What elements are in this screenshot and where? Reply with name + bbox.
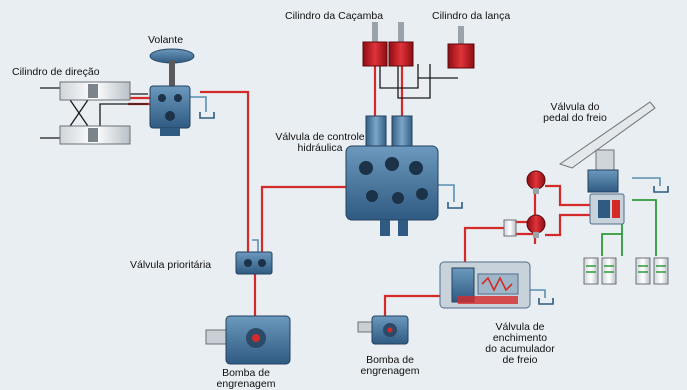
- return-lines: [186, 96, 661, 298]
- brake-pedal-valve: [558, 101, 656, 225]
- label-accumulator-charging-valve-line1: Válvula de: [495, 321, 545, 333]
- label-gear-pump-middle-line1: Bomba de: [366, 354, 414, 366]
- steering-wheel: [149, 48, 195, 86]
- hydraulic-control-valve: [345, 115, 439, 236]
- label-steering-cylinder: Cilindro de direção: [12, 66, 100, 78]
- gear-pump-middle: [357, 315, 409, 345]
- label-hydraulic-control-valve-line2: hidráulica: [297, 142, 343, 154]
- label-priority-valve: Válvula prioritária: [130, 259, 212, 271]
- label-brake-pedal-valve: Válvula do pedal do freio: [531, 102, 619, 124]
- label-accumulator-charging-valve: Válvula de enchimento do acumulador de f…: [476, 322, 564, 366]
- label-gear-pump-left-line2: engrenagem: [216, 378, 276, 390]
- label-gear-pump-middle-line2: engrenagem: [360, 365, 420, 377]
- label-accumulator-charging-valve-line2: enchimento: [492, 332, 548, 344]
- label-gear-pump-left-line1: Bomba de: [222, 367, 270, 379]
- steering-valve: [149, 85, 191, 136]
- label-brake-pedal-valve-line1: Válvula do: [550, 101, 600, 113]
- label-brake-pedal-valve-line2: pedal do freio: [543, 112, 607, 124]
- steering-cylinders: [59, 81, 131, 145]
- label-accumulator-charging-valve-line3: do acumulador: [485, 343, 555, 355]
- priority-valve: [235, 251, 273, 275]
- tank-symbols: [199, 112, 669, 305]
- label-hydraulic-control-valve: Válvula de controle hidráulica: [262, 132, 378, 154]
- label-gear-pump-left: Bomba de engrenagem: [214, 368, 278, 390]
- label-steering-wheel: Volante: [148, 34, 184, 46]
- brake-accumulators: [503, 170, 546, 238]
- label-bucket-cylinder: Cilindro da Caçamba: [285, 10, 384, 22]
- label-boom-cylinder: Cilindro da lança: [432, 10, 511, 22]
- label-gear-pump-middle: Bomba de engrenagem: [358, 355, 422, 377]
- accumulator-charging-valve: [439, 261, 531, 309]
- gear-pump-left: [205, 315, 291, 365]
- hydraulic-cylinders: [362, 22, 475, 69]
- label-accumulator-charging-valve-line4: de freio: [502, 354, 538, 366]
- label-hydraulic-control-valve-line1: Válvula de controle: [275, 131, 365, 143]
- brake-actuators: [583, 257, 669, 285]
